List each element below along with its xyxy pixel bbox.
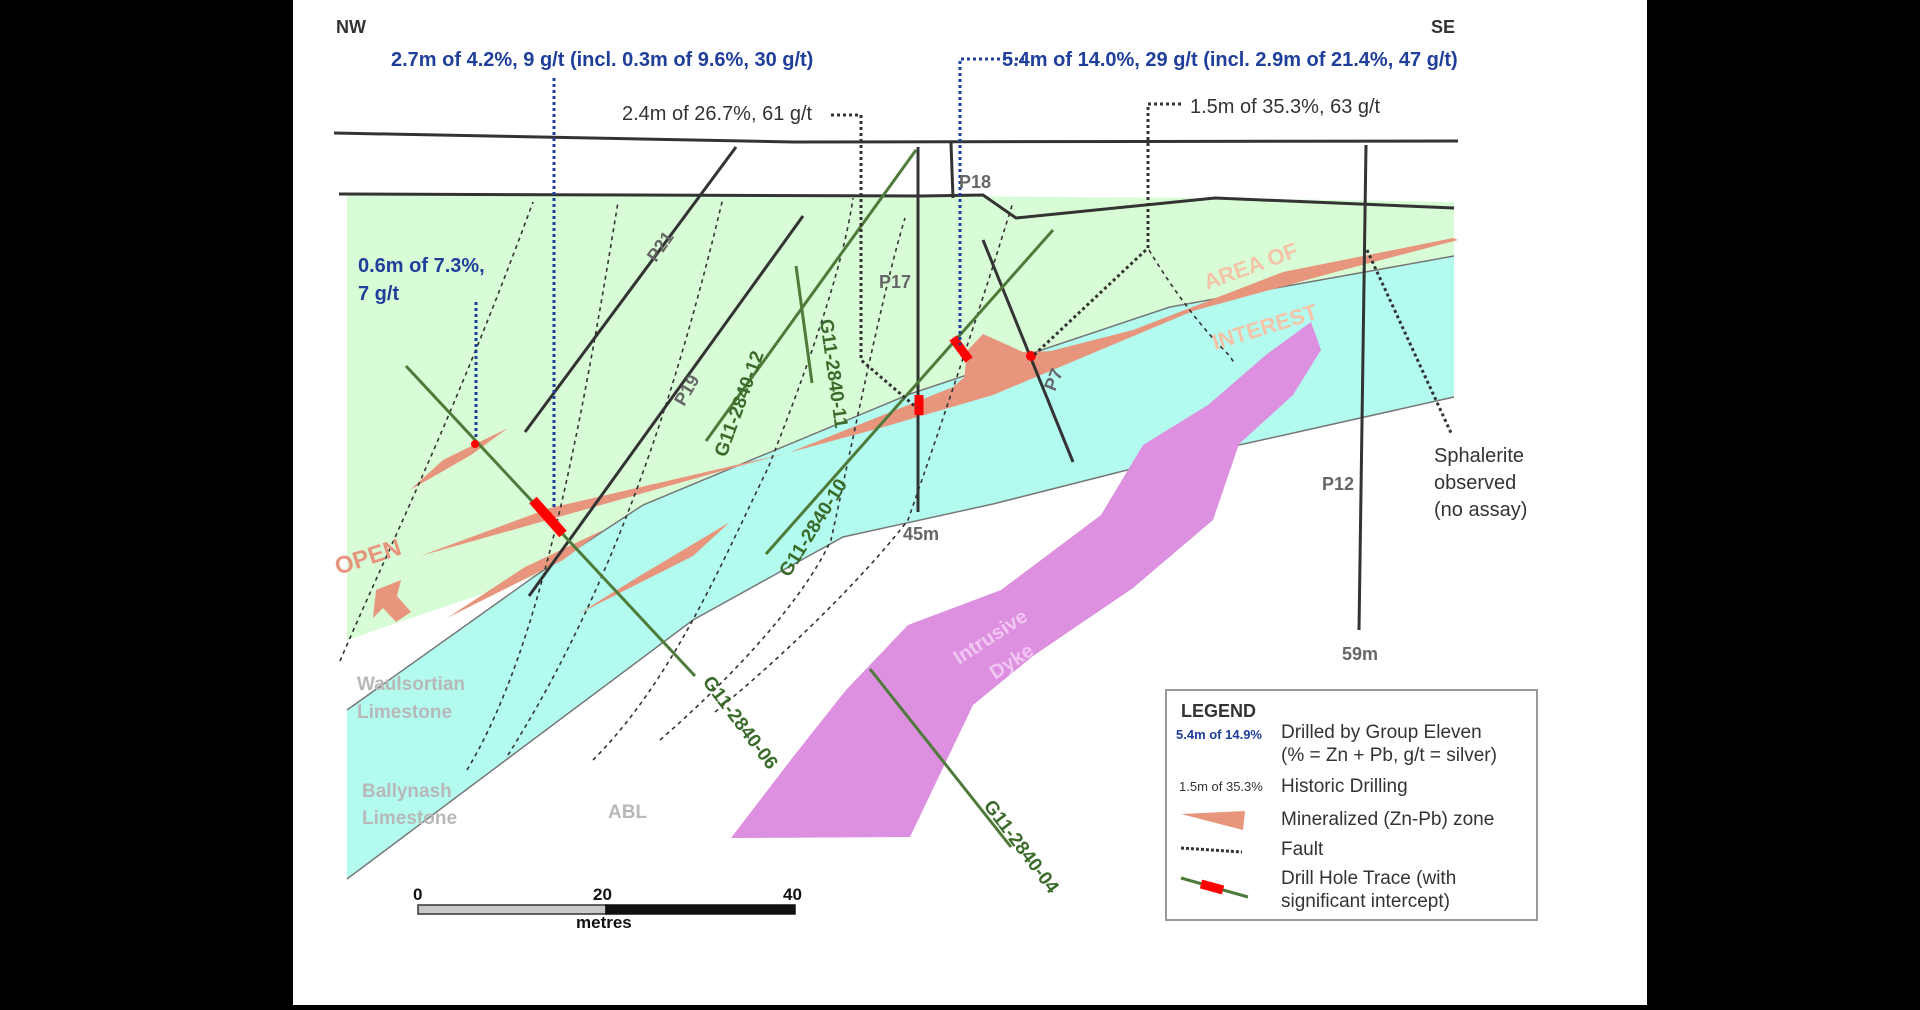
hole-label-g11-06: G11-2840-06 <box>698 672 782 773</box>
legend-trace-desc-1: Drill Hole Trace (with <box>1281 868 1456 889</box>
legend-g11-sample: 5.4m of 14.9% <box>1176 727 1262 742</box>
intercept-label-west-1: 0.6m of 7.3%, <box>358 255 485 277</box>
hole-g11-2840-11 <box>794 265 814 384</box>
legend: LEGEND 5.4m of 14.9% Drilled by Group El… <box>1165 689 1538 921</box>
bedrock-surface <box>338 192 1455 220</box>
sphalerite-note-2: observed <box>1434 472 1516 494</box>
legend-g11-desc-2: (% = Zn + Pb, g/t = silver) <box>1281 745 1497 766</box>
legend-fault-desc: Fault <box>1281 839 1324 860</box>
hole-label-p12: P12 <box>1322 474 1354 494</box>
fault-line <box>659 217 906 741</box>
legend-hist-sample: 1.5m of 35.3% <box>1179 779 1263 794</box>
hole-p18 <box>949 142 955 199</box>
hole-p21 <box>523 146 738 433</box>
topographic-surface <box>333 131 1459 144</box>
intercepts <box>471 335 1036 538</box>
leader-p7 <box>1031 102 1181 358</box>
mineralized-zone-upper-bump <box>963 334 1061 390</box>
historic-holes <box>523 142 1368 631</box>
cross-section-panel: NW SE 2.7m of 4.2%, 9 g/t (incl. 0.3m of… <box>293 0 1647 1005</box>
intercept-label-g11-06: 2.7m of 4.2%, 9 g/t (incl. 0.3m of 9.6%,… <box>391 49 813 71</box>
scale-bar-dark <box>605 904 796 915</box>
hole-p19 <box>527 215 805 597</box>
cross-section-diagram: NW SE 2.7m of 4.2%, 9 g/t (incl. 0.3m of… <box>332 17 1538 932</box>
sphalerite-note-3: (no assay) <box>1434 499 1527 521</box>
mineralized-zone-west <box>410 428 508 490</box>
legend-zone-desc: Mineralized (Zn-Pb) zone <box>1281 809 1494 830</box>
ballynash-label-1: Ballynash <box>362 781 452 802</box>
scale-bar: 0 20 40 metres <box>413 885 802 932</box>
leader-sphalerite <box>1365 249 1454 436</box>
abl-label: ABL <box>608 802 647 823</box>
intercept-label-p17: 2.4m of 26.7%, 61 g/t <box>622 103 813 125</box>
ballynash-limestone-unit <box>347 256 1454 879</box>
legend-fault-swatch <box>1180 846 1243 854</box>
hole-label-p17: P17 <box>879 272 911 292</box>
mineralized-zone-main <box>420 238 1458 556</box>
legend-trace-desc-2: significant intercept) <box>1281 891 1450 912</box>
leader-p17 <box>831 113 918 410</box>
intrusive-dyke <box>731 322 1321 838</box>
hole-label-g11-04: G11-2840-04 <box>979 796 1063 898</box>
legend-hist-desc: Historic Drilling <box>1281 776 1408 797</box>
fault-line <box>466 201 619 771</box>
fault-line <box>339 201 534 662</box>
scale-unit: metres <box>576 913 632 932</box>
hole-p7 <box>981 239 1075 463</box>
open-arrow-icon <box>373 580 411 622</box>
scale-tick-40: 40 <box>783 885 802 904</box>
legend-title: LEGEND <box>1181 701 1256 721</box>
legend-g11-desc-1: Drilled by Group Eleven <box>1281 722 1482 743</box>
hole-g11-2840-04 <box>868 668 1013 848</box>
direction-se: SE <box>1431 17 1455 37</box>
scale-tick-20: 20 <box>593 885 612 904</box>
legend-zone-swatch <box>1181 811 1245 830</box>
fault-line <box>1148 249 1236 365</box>
legend-box <box>1165 689 1538 921</box>
ballynash-label-2: Limestone <box>362 808 457 829</box>
intercept-label-p7: 1.5m of 35.3%, 63 g/t <box>1190 96 1381 118</box>
intercept-label-g11-10: 5.4m of 14.0%, 29 g/t (incl. 2.9m of 21.… <box>1002 49 1458 71</box>
depth-label-p12: 59m <box>1342 644 1378 664</box>
leader-lines <box>474 57 1454 510</box>
contact-line-lower <box>346 396 1455 880</box>
fault-line <box>714 201 1014 713</box>
waulsortian-label-2: Limestone <box>357 702 452 723</box>
mineralized-zone-lower-a <box>447 530 603 618</box>
hole-g11-2840-12 <box>704 149 918 442</box>
depth-label-p17: 45m <box>903 524 939 544</box>
leader-g11-10 <box>958 57 1024 345</box>
intercept-g11-2840-06 <box>529 496 567 538</box>
intercept-label-west-2: 7 g/t <box>358 283 399 305</box>
faults <box>339 197 1236 771</box>
hole-label-p18: P18 <box>959 172 991 192</box>
intercept-west <box>471 440 479 448</box>
hole-g11-2840-10 <box>764 229 1055 555</box>
scale-tick-0: 0 <box>413 885 422 904</box>
intercept-p7 <box>1026 351 1036 361</box>
waulsortian-label-1: Waulsortian <box>357 674 465 695</box>
sphalerite-note-1: Sphalerite <box>1434 445 1524 467</box>
hole-p12 <box>1357 144 1368 631</box>
legend-trace-intercept <box>1199 879 1225 895</box>
direction-nw: NW <box>336 17 366 37</box>
intercept-g11-2840-10 <box>949 335 973 363</box>
